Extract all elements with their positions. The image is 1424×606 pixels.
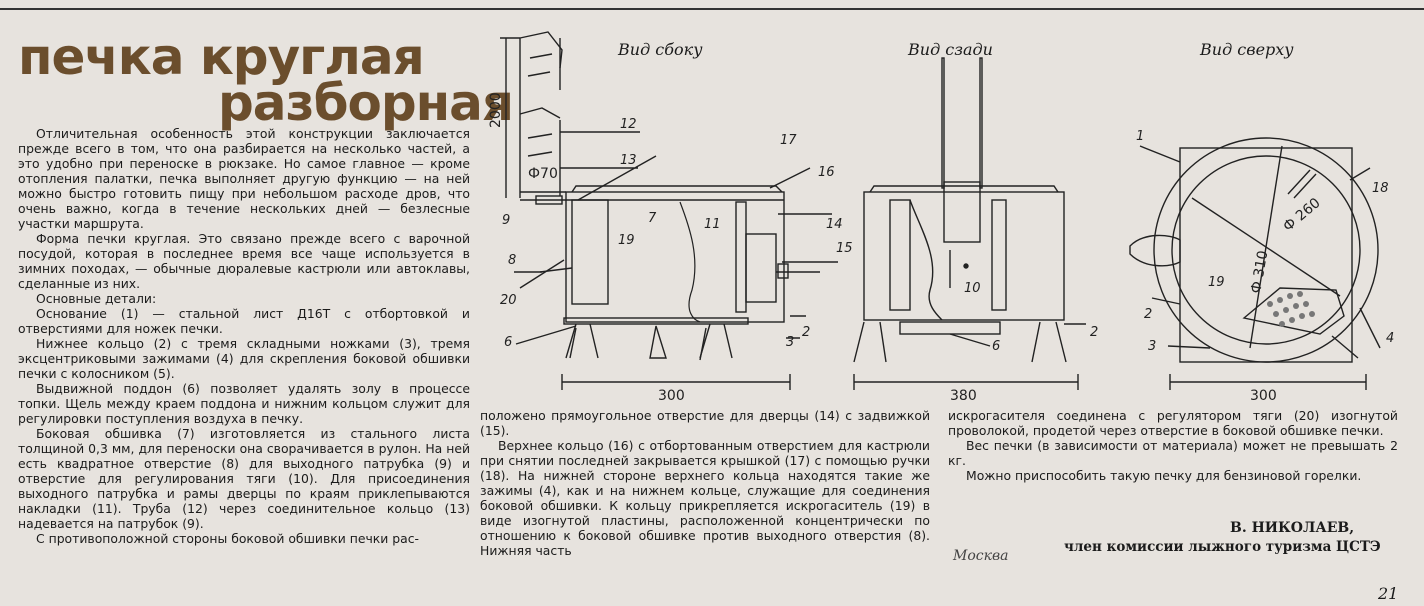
city: Москва	[953, 548, 1009, 564]
paragraph: искрогасителя соединена с регулятором тя…	[948, 408, 1398, 438]
paragraph: Можно приспособить такую печку для бензи…	[966, 468, 1362, 483]
side-view-title: Вид сбоку	[618, 40, 703, 59]
label-top-1: 1	[1136, 129, 1144, 144]
top-view-body	[1129, 137, 1381, 363]
back-view-title: Вид сзади	[908, 40, 993, 59]
dim-side-width: 300	[658, 388, 685, 404]
label-top-3: 3	[1148, 339, 1156, 354]
label-back-6: 6	[992, 339, 1000, 354]
article-column-2: положено прямоугольное отверстие для две…	[480, 408, 930, 558]
article-title: печка круглая разборная	[18, 28, 514, 132]
label-side-7: 7	[648, 211, 657, 226]
label-side-16: 16	[818, 165, 835, 180]
paragraph: Отличительная особенность этой конструкц…	[18, 126, 470, 231]
paragraph: Форма печки круглая. Это связано прежде …	[18, 231, 470, 291]
paragraph: Выдвижной поддон (6) позволяет удалять з…	[18, 381, 470, 426]
side-view-body	[520, 185, 789, 361]
article-column-1: Отличительная особенность этой конструкц…	[18, 126, 470, 546]
paragraph: Нижнее кольцо (2) с тремя складными ножк…	[18, 336, 470, 381]
label-top-4: 4	[1386, 331, 1394, 346]
label-side-6: 6	[504, 335, 512, 350]
dim-pipe-diameter: Ф70	[528, 166, 558, 182]
label-top-2: 2	[1144, 307, 1152, 322]
label-back-2: 2	[1090, 325, 1098, 340]
back-view-body	[853, 57, 1067, 363]
author-role: член комиссии лыжного туризма ЦСТЭ	[1064, 539, 1381, 555]
label-side-20: 20	[500, 293, 517, 308]
author-name: В. НИКОЛАЕВ,	[1230, 520, 1355, 536]
paragraph: Вес печки (в зависимости от материала) м…	[948, 438, 1398, 468]
label-side-13: 13	[620, 153, 637, 168]
paragraph: Основные детали:	[36, 291, 157, 306]
dim-top-width: 300	[1250, 388, 1277, 404]
label-side-15: 15	[836, 241, 853, 256]
top-rule	[0, 8, 1424, 10]
dim-outer-diameter: Ф 310	[1248, 249, 1271, 294]
paragraph: Верхнее кольцо (16) с отбортованным отве…	[480, 438, 930, 558]
title-line-2: разборная	[218, 74, 514, 132]
label-side-14: 14	[826, 217, 843, 232]
label-side-12: 12	[620, 117, 637, 132]
label-side-11: 11	[704, 217, 721, 232]
dim-back-width: 380	[950, 388, 977, 404]
label-top-18: 18	[1372, 181, 1389, 196]
label-side-3: 3	[786, 335, 794, 350]
label-back-10: 10	[964, 281, 981, 296]
label-side-9: 9	[502, 213, 510, 228]
paragraph: С противоположной стороны боковой обшивк…	[36, 531, 420, 546]
label-side-8: 8	[508, 253, 516, 268]
stove-drawing: 2000 Ф70 300 380 300 Ф 260 Ф 310 12 13 9…	[488, 31, 1394, 404]
article-column-3: искрогасителя соединена с регулятором тя…	[948, 408, 1398, 483]
label-side-19: 19	[618, 233, 635, 248]
page-number: 21	[1378, 584, 1399, 603]
dim-inner-diameter: Ф 260	[1280, 195, 1323, 235]
label-top-19: 19	[1208, 275, 1225, 290]
paragraph: положено прямоугольное отверстие для две…	[480, 408, 930, 438]
label-side-2: 2	[802, 325, 810, 340]
paragraph: Основание (1) — стальной лист Д16Т с отб…	[18, 306, 470, 336]
paragraph: Боковая обшивка (7) изготовляется из ста…	[18, 426, 470, 531]
top-view-title: Вид сверху	[1200, 40, 1294, 59]
label-side-17: 17	[780, 133, 797, 148]
title-line-1: печка круглая	[18, 28, 425, 86]
dim-height: 2000	[488, 92, 504, 128]
